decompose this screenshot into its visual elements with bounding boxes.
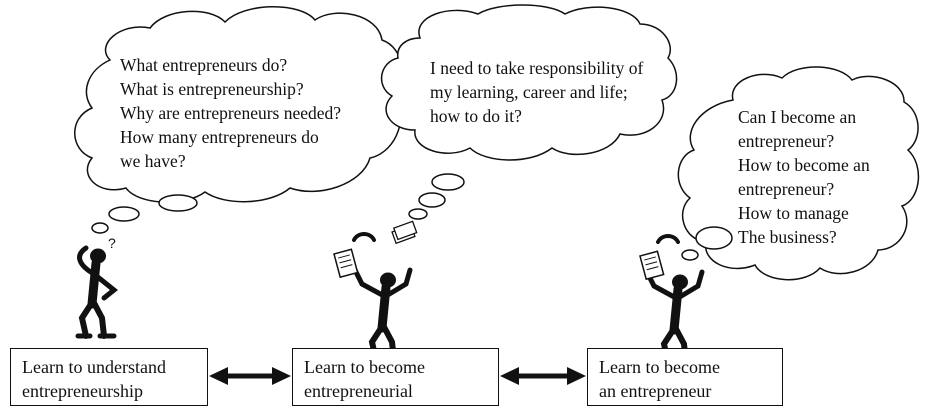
thought-line: What is entrepreneurship? (120, 79, 304, 99)
thought-line: entrepreneur? (738, 131, 835, 151)
phone-icon (352, 232, 376, 242)
stage-box-entrepreneurial: Learn to become entrepreneurial (292, 348, 499, 406)
thought-cloud-3 (677, 66, 920, 281)
stage-box-line: Learn to become (599, 357, 720, 377)
stage-box-line: entrepreneurial (304, 381, 413, 401)
stage-box-line: Learn to become (304, 357, 425, 377)
thought-line: How many entrepreneurs do (120, 127, 319, 147)
stage-box-understand: Learn to understand entrepreneurship (10, 348, 208, 406)
thought-line: how to do it? (430, 106, 522, 126)
thought-line: How to manage (738, 203, 849, 223)
thought-text-2: I need to take responsibility of my lear… (430, 56, 643, 128)
book-icon (333, 248, 359, 279)
thought-line: we have? (120, 151, 186, 171)
thought-text-3: Can I become an entrepreneur? How to bec… (738, 105, 870, 249)
thought-text-1: What entrepreneurs do? What is entrepren… (120, 53, 341, 173)
book-icon (639, 250, 665, 281)
thought-line: How to become an (738, 155, 870, 175)
phone-icon (656, 234, 680, 244)
double-arrow-2 (500, 367, 586, 385)
thought-line: my learning, career and life; (430, 82, 628, 102)
svg-text:?: ? (108, 235, 116, 251)
stage-box-line: Learn to understand (22, 357, 166, 377)
stage-box-entrepreneur: Learn to become an entrepreneur (587, 348, 783, 406)
thought-cloud-2 (380, 4, 678, 220)
stage-box-line: an entrepreneur (599, 381, 712, 401)
thought-line: I need to take responsibility of (430, 58, 644, 78)
thought-line: Can I become an (738, 107, 857, 127)
thought-cloud-1 (74, 6, 403, 234)
juggling-person-icon (333, 220, 418, 360)
thought-line: Why are entrepreneurs needed? (120, 103, 342, 123)
double-arrow-1 (209, 367, 291, 385)
juggling-person-icon (639, 234, 705, 362)
thought-line: What entrepreneurs do? (120, 55, 288, 75)
thought-line: The business? (738, 227, 837, 247)
confused-person-icon: ? (78, 235, 116, 336)
stage-box-line: entrepreneurship (22, 381, 143, 401)
thought-line: entrepreneur? (738, 179, 835, 199)
money-icon (391, 220, 418, 245)
